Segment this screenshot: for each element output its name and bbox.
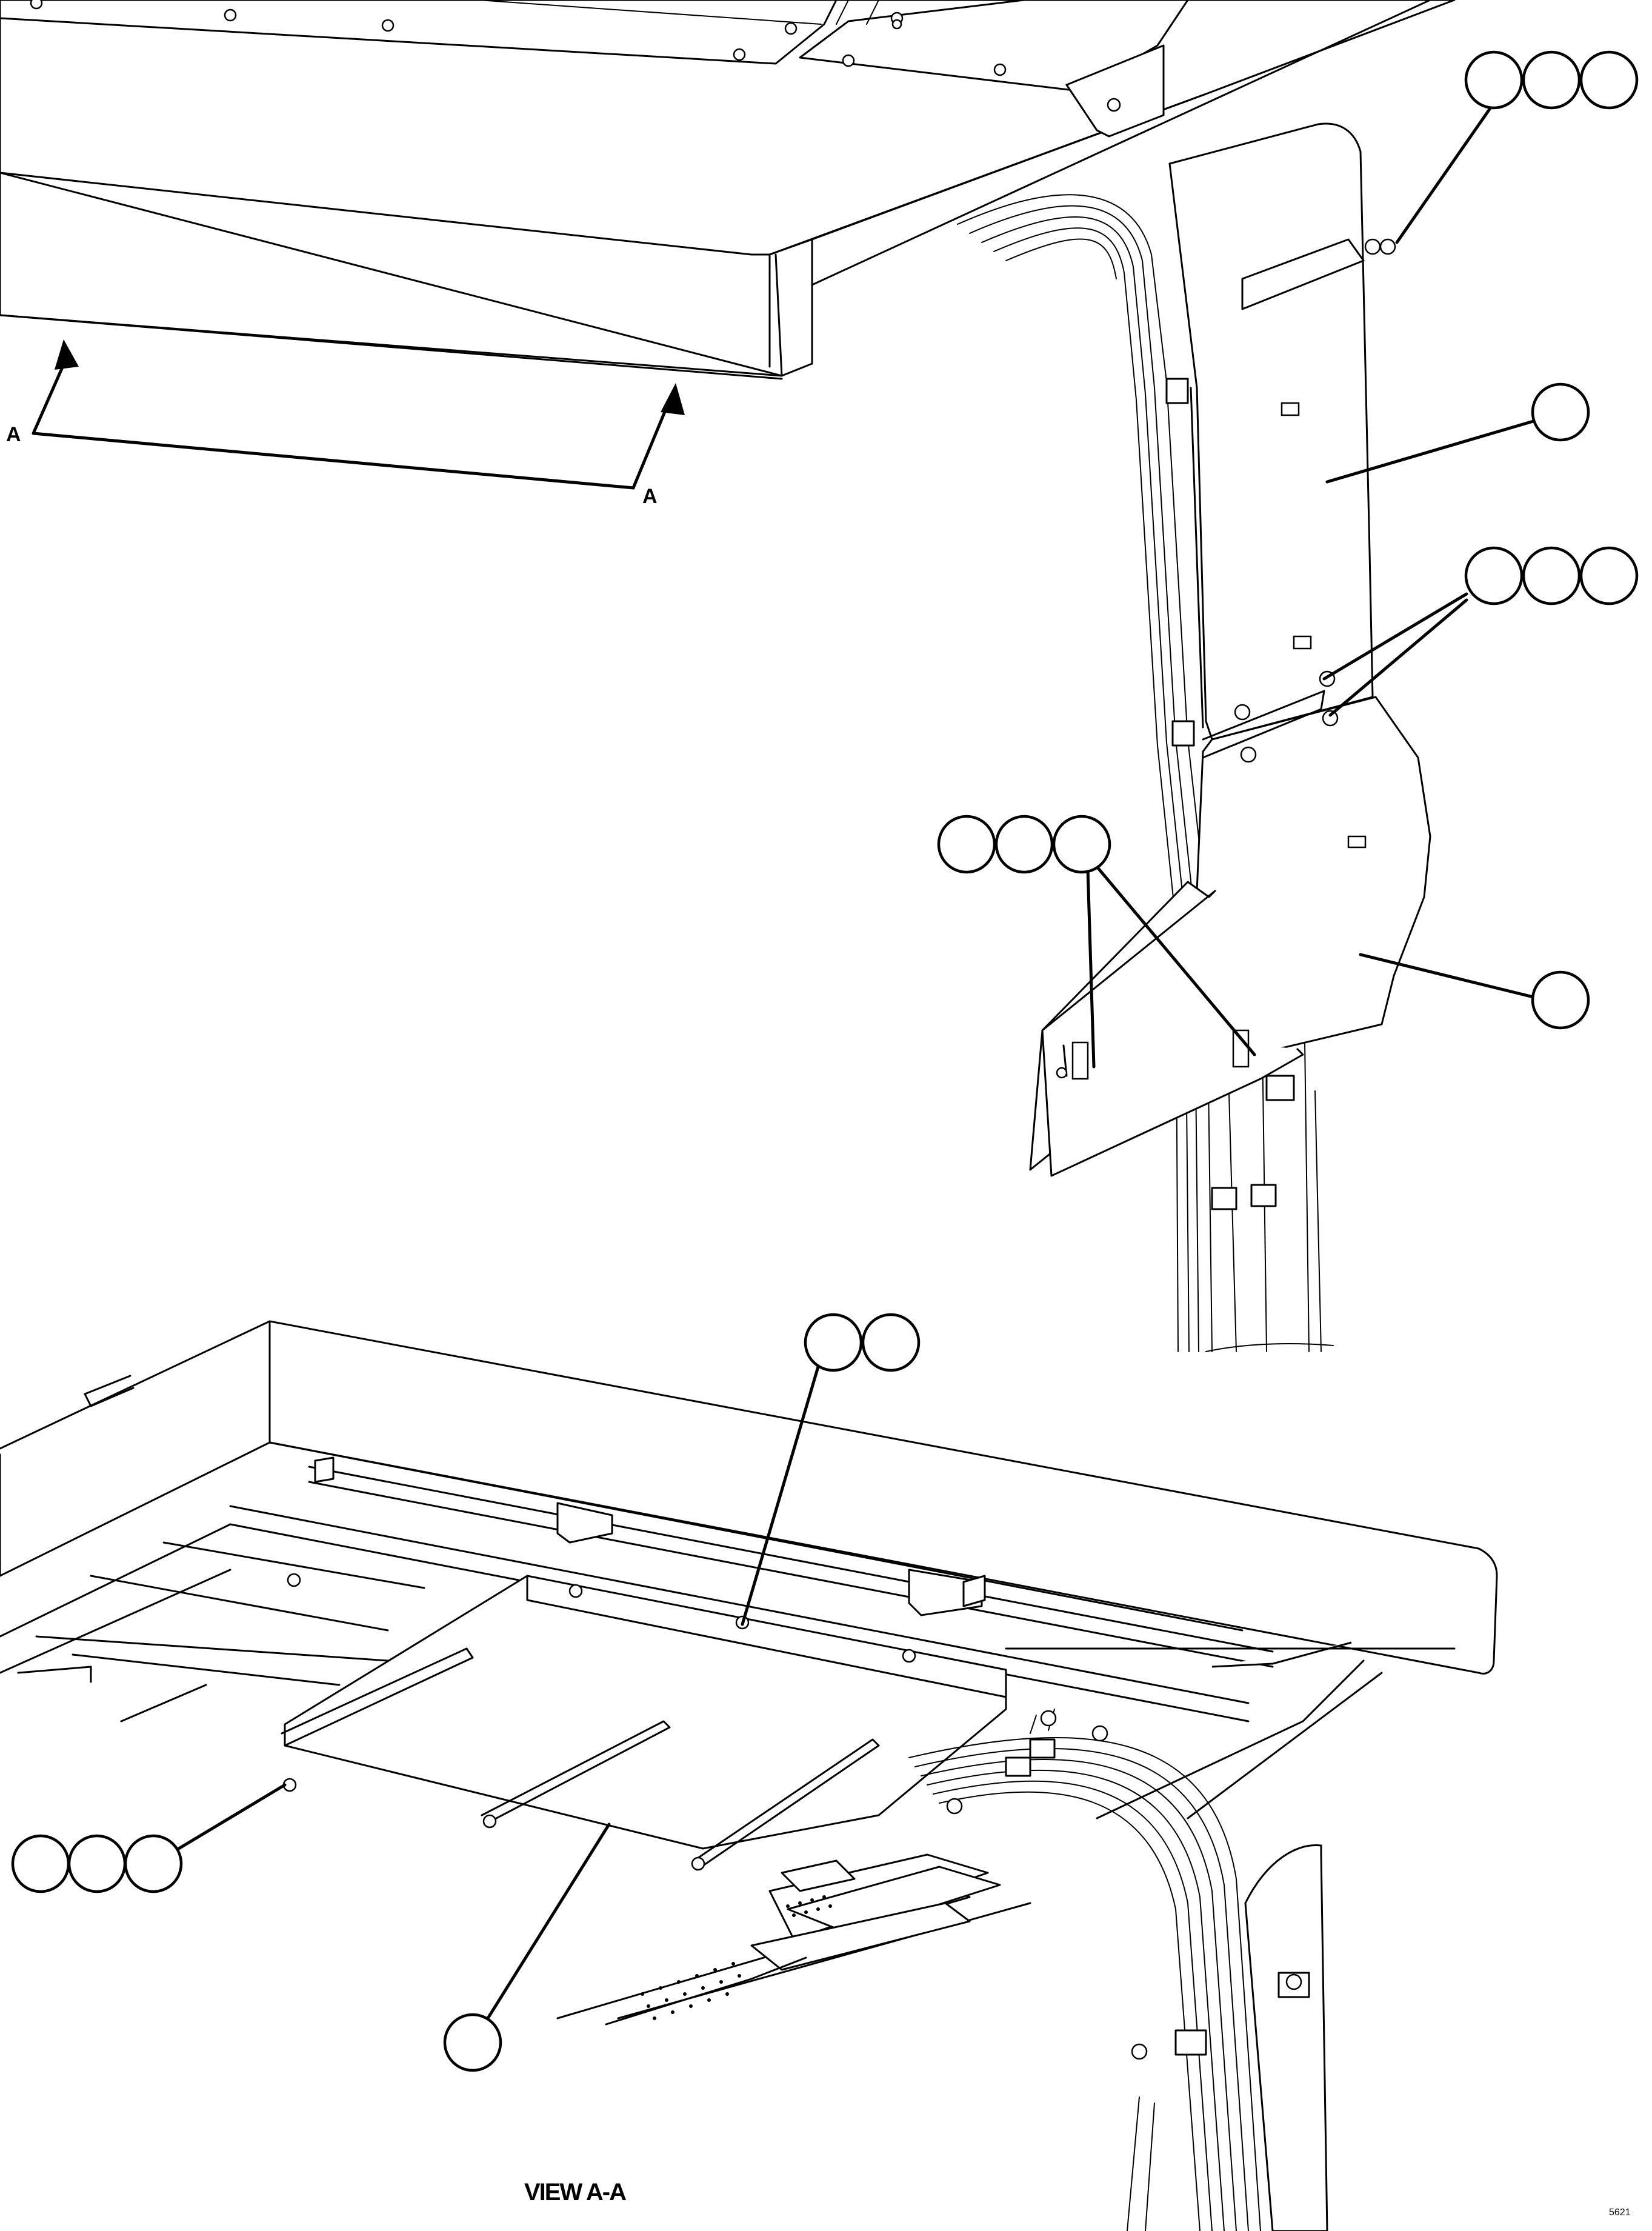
- section-marker-left: A: [6, 423, 21, 446]
- callout-group-lower-left: [11, 1783, 287, 1893]
- wire-harness-upper: [957, 194, 1334, 1352]
- callout-group-lower-center: [741, 1313, 921, 1626]
- view-title: VIEW A-A: [524, 2179, 626, 2206]
- callout-group-top-right: [1395, 50, 1639, 244]
- section-arrow-left-icon: [55, 339, 79, 370]
- section-arrow-right-icon: [661, 383, 685, 415]
- callout-group-single-lower: [443, 1822, 611, 2072]
- section-line-a-a: [32, 339, 685, 490]
- roof-bolts: [30, 0, 1121, 112]
- callout-group-middle-right: [1322, 546, 1639, 717]
- drawing-code: 5621: [1609, 2207, 1631, 2218]
- view-a-a-perforated-strip: [641, 1895, 832, 2020]
- callout-group-single-right-lower: [1359, 953, 1590, 1030]
- view-a-a-lower-structure: [556, 1853, 1031, 2026]
- harness-cover-upper: [1168, 122, 1396, 741]
- view-a-a-frame-rails: [0, 1456, 1456, 1819]
- callout-group-center-upper: [937, 815, 1256, 1069]
- view-a-a-cover-plate: [281, 1573, 1007, 1871]
- view-a-a-roof-section: [0, 1320, 1498, 1675]
- section-marker-right: A: [642, 485, 658, 508]
- callout-group-single-right-upper: [1325, 382, 1590, 484]
- wire-harness-lower: [908, 1709, 1328, 2231]
